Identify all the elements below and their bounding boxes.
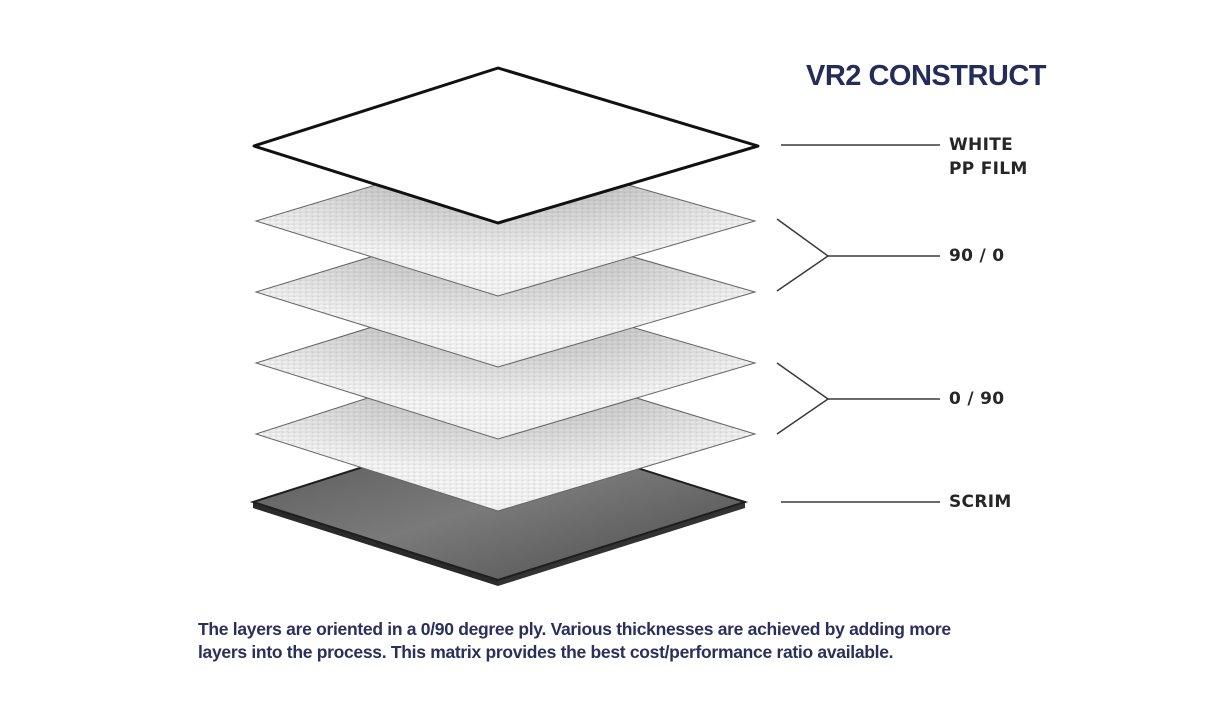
leader-group2	[776, 362, 830, 435]
label-group2: 0 / 90	[949, 389, 1005, 409]
label-group1: 90 / 0	[949, 246, 1005, 266]
caption: The layers are oriented in a 0/90 degree…	[198, 619, 951, 662]
layer-white-pp-film	[252, 66, 760, 225]
label-film-line1: WHITE	[949, 135, 1014, 155]
leader-group1	[776, 218, 830, 292]
label-film-line2: PP FILM	[949, 159, 1028, 179]
label-film: WHITE PP FILM	[949, 133, 1028, 181]
diagram-title: VR2 CONSTRUCT	[806, 60, 1047, 92]
label-scrim: SCRIM	[949, 492, 1012, 512]
